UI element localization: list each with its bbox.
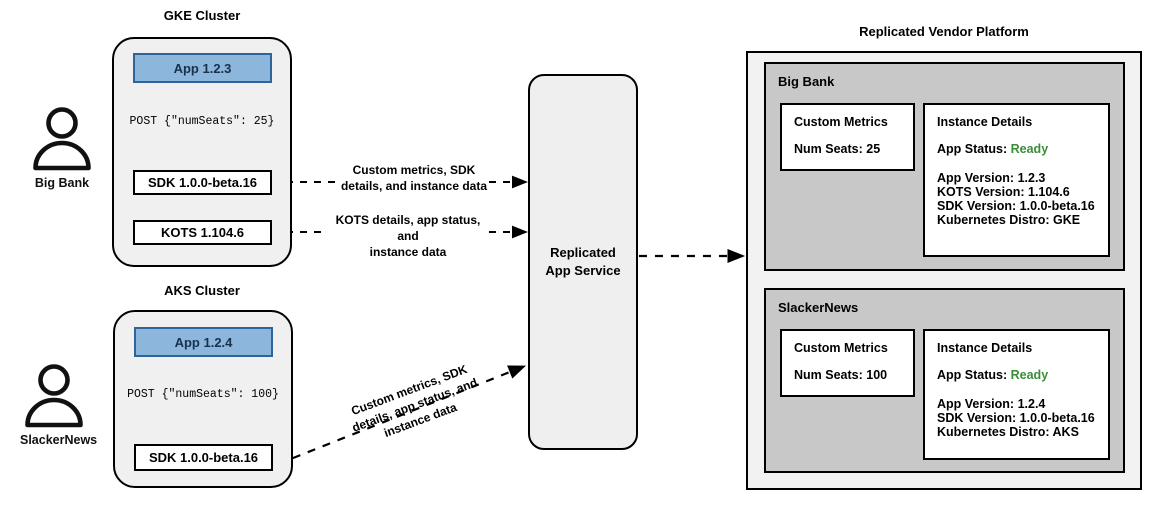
detail-kots-version: KOTS Version: 1.104.6 (937, 185, 1070, 199)
custom-metrics-num-seats: Num Seats: 25 (794, 142, 881, 156)
service-label: Replicated App Service (545, 244, 620, 279)
app-status-label: App Status: (937, 368, 1008, 382)
status-badge-ready: Ready (1010, 142, 1049, 156)
instance-details-panel-big-bank: Instance Details App Status: Ready App V… (923, 103, 1110, 257)
gke-sdk-box[interactable]: SDK 1.0.0-beta.16 (133, 170, 272, 195)
tenant-title-slackernews: SlackerNews (778, 300, 859, 315)
edge-label-sdk-to-service: Custom metrics, SDK details, and instanc… (336, 163, 492, 195)
custom-metrics-panel-slackernews: Custom Metrics Num Seats: 100 (780, 329, 915, 397)
gke-kots-box[interactable]: KOTS 1.104.6 (133, 220, 272, 245)
user-icon (25, 364, 83, 428)
custom-metrics-panel-big-bank: Custom Metrics Num Seats: 25 (780, 103, 915, 171)
detail-app-version: App Version: 1.2.4 (937, 397, 1046, 411)
aks-sdk-box[interactable]: SDK 1.0.0-beta.16 (134, 444, 273, 471)
customer-label-slackernews: SlackerNews (20, 433, 98, 447)
instance-details-panel-slackernews: Instance Details App Status: Ready App V… (923, 329, 1110, 460)
aks-app-box[interactable]: App 1.2.4 (134, 327, 273, 357)
app-status-row: App Status: Ready (937, 142, 1096, 156)
customer-slackernews: SlackerNews (20, 363, 97, 447)
instance-details-title: Instance Details (937, 341, 1033, 355)
custom-metrics-num-seats: Num Seats: 100 (794, 368, 888, 382)
replicated-app-service-box[interactable]: Replicated App Service (528, 74, 638, 450)
detail-sdk-version: SDK Version: 1.0.0-beta.16 (937, 199, 1095, 213)
user-icon (33, 107, 91, 171)
platform-title: Replicated Vendor Platform (859, 24, 1029, 39)
status-badge-ready: Ready (1010, 368, 1049, 382)
edge-label-aks-to-service: Custom metrics, SDK details, app status,… (327, 354, 503, 458)
edge-label-line-2: details, and instance data (340, 178, 488, 193)
detail-sdk-version: SDK Version: 1.0.0-beta.16 (937, 411, 1095, 425)
edge-label-line-1: Custom metrics, SDK (352, 163, 476, 177)
service-label-line-1: Replicated (550, 245, 616, 261)
instance-details-title: Instance Details (937, 115, 1033, 129)
custom-metrics-title: Custom Metrics (794, 341, 888, 355)
gke-app-box[interactable]: App 1.2.3 (133, 53, 272, 83)
service-label-line-2: App Service (545, 263, 621, 278)
gke-post-payload: POST {"numSeats": 25} (129, 115, 275, 128)
edge-label-kots-to-service: KOTS details, app status, and instance d… (324, 213, 492, 260)
aks-cluster-title: AKS Cluster (164, 283, 240, 298)
app-status-row: App Status: Ready (937, 368, 1096, 382)
aks-post-payload: POST {"numSeats": 100} (127, 388, 279, 401)
custom-metrics-title: Custom Metrics (794, 115, 888, 129)
detail-k8s-distro: Kubernetes Distro: GKE (937, 213, 1081, 227)
edge-label-line-2: instance data (369, 244, 447, 259)
detail-k8s-distro: Kubernetes Distro: AKS (937, 425, 1079, 439)
edge-label-line-1: KOTS details, app status, and (335, 213, 481, 243)
tenant-title-big-bank: Big Bank (778, 74, 835, 89)
gke-cluster-title: GKE Cluster (163, 8, 241, 23)
detail-app-version: App Version: 1.2.3 (937, 171, 1046, 185)
customer-big-bank: Big Bank (28, 106, 96, 190)
customer-label-big-bank: Big Bank (34, 176, 90, 190)
app-status-label: App Status: (937, 142, 1008, 156)
